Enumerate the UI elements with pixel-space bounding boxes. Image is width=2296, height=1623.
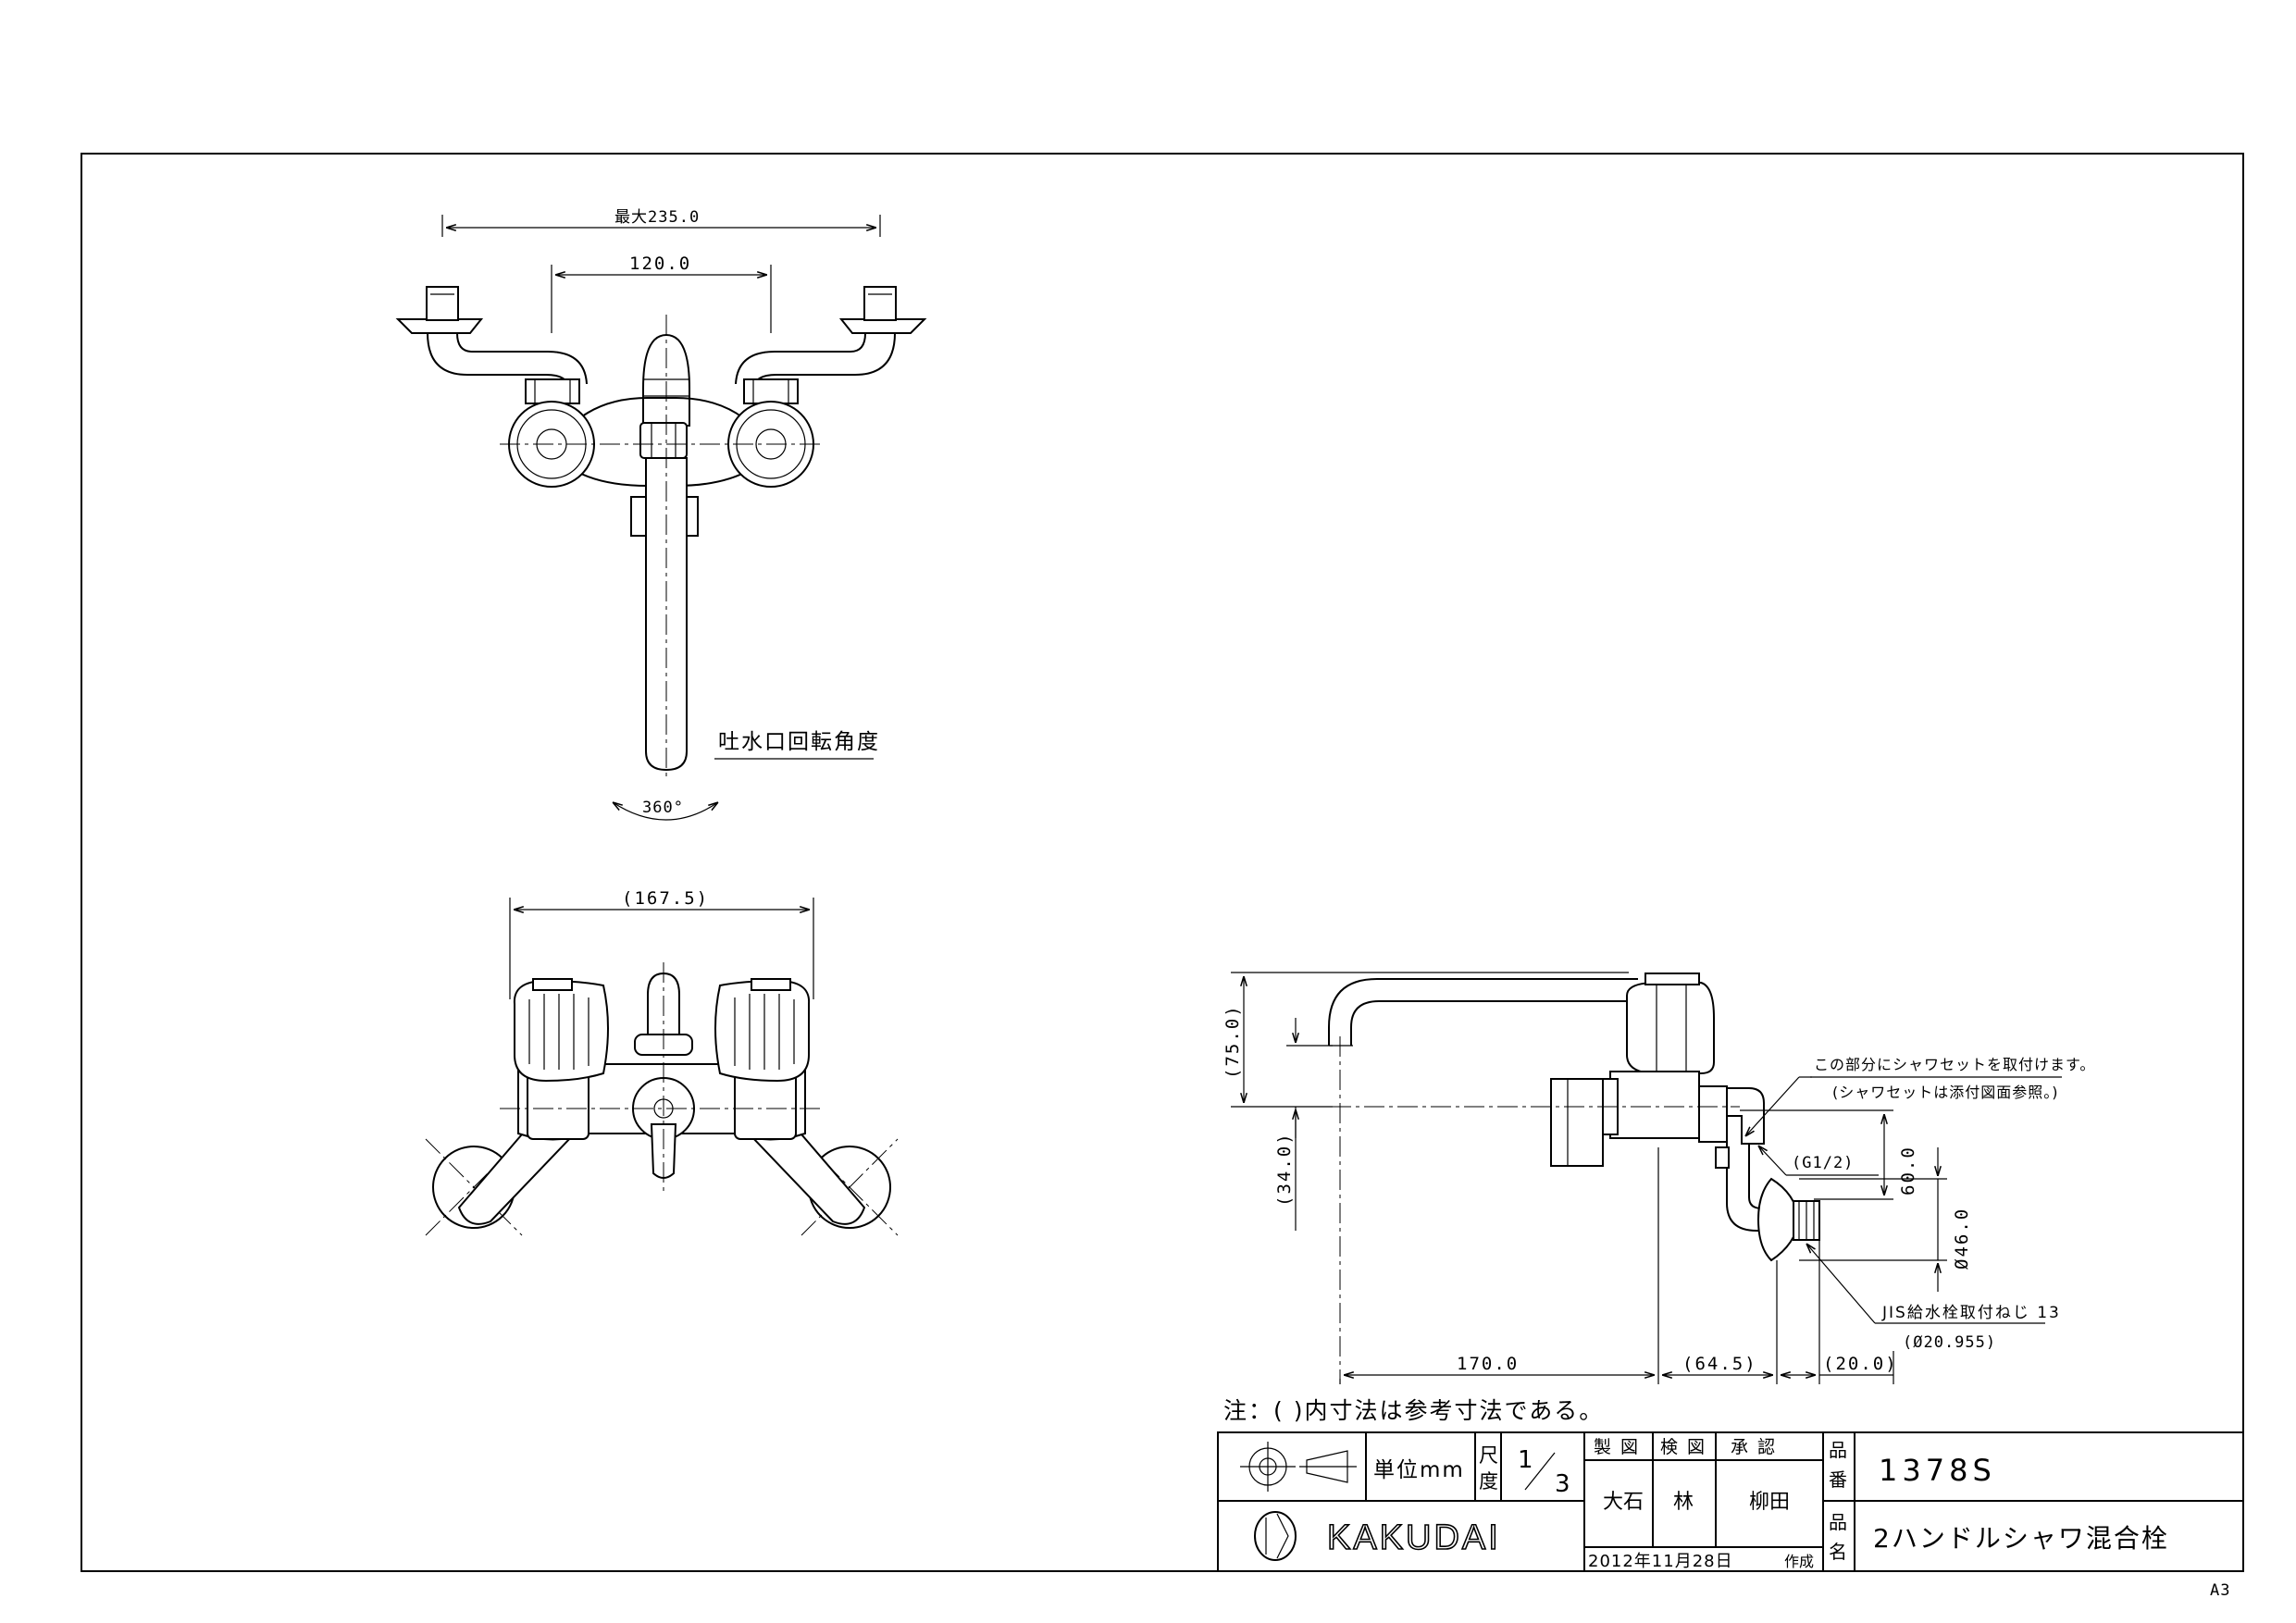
spout-rotation-label: 吐水口回転角度 bbox=[718, 730, 880, 754]
title-block: 単位mm 尺 度 1 3 KAKUDAI 製 図 検 図 承 認 大石 林 柳田… bbox=[1217, 1431, 2244, 1572]
note-jis-dia: (Ø20.955) bbox=[1903, 1333, 1996, 1352]
date: 2012年11月28日 bbox=[1588, 1552, 1733, 1571]
sheet-border bbox=[81, 153, 2244, 1572]
hdr-approved: 承 認 bbox=[1731, 1437, 1777, 1457]
scale-denominator: 3 bbox=[1555, 1470, 1570, 1498]
unit-label: 単位mm bbox=[1373, 1458, 1465, 1482]
dim-front-width: (167.5) bbox=[622, 888, 709, 909]
product-name: 2ハンドルシャワ混合栓 bbox=[1873, 1523, 2169, 1554]
front-view: (167.5) bbox=[425, 888, 899, 1236]
scale-numerator: 1 bbox=[1518, 1446, 1533, 1474]
dim-height-75: (75.0) bbox=[1222, 1004, 1243, 1079]
dim-20: (20.0) bbox=[1823, 1354, 1898, 1374]
dim-max-width: 最大235.0 bbox=[614, 208, 700, 227]
right-wall-connector bbox=[735, 286, 927, 390]
dim-170: 170.0 bbox=[1457, 1354, 1519, 1374]
hdr-product-no-2: 番 bbox=[1829, 1468, 1847, 1491]
hdr-product-no-1: 品 bbox=[1829, 1439, 1847, 1461]
note-jis: JIS給水栓取付ねじ 13 bbox=[1881, 1304, 2061, 1322]
left-wall-connector bbox=[395, 286, 588, 390]
company-logo: KAKUDAI bbox=[1254, 1511, 1501, 1561]
dim-60: 60.0 bbox=[1898, 1146, 1918, 1196]
dim-64-5: (64.5) bbox=[1682, 1354, 1757, 1374]
name-checked: 林 bbox=[1673, 1491, 1694, 1514]
top-view: 最大235.0 120.0 bbox=[395, 208, 927, 821]
note-shower-2: (シャワセットは添付図面参照。) bbox=[1832, 1084, 2059, 1101]
scale-label-1: 尺 bbox=[1479, 1444, 1498, 1467]
hdr-checked: 検 図 bbox=[1660, 1437, 1706, 1457]
name-drawn: 大石 bbox=[1603, 1491, 1644, 1514]
note-shower-1: この部分にシャワセットを取付けます。 bbox=[1814, 1056, 2095, 1073]
company-name: KAKUDAI bbox=[1327, 1518, 1501, 1557]
thread-g-label: (G1/2) bbox=[1792, 1154, 1854, 1172]
dim-height-34: (34.0) bbox=[1274, 1132, 1295, 1207]
right-handle-front bbox=[714, 978, 811, 1083]
side-view: (75.0) (34.0) 60.0 Ø46.0 (G1/2) この部分にシャワ… bbox=[1222, 972, 2095, 1384]
dim-dia46: Ø46.0 bbox=[1952, 1208, 1972, 1270]
hdr-product-name-2: 名 bbox=[1829, 1541, 1847, 1563]
product-no: 1378S bbox=[1879, 1453, 1996, 1488]
dim-center: 120.0 bbox=[629, 254, 691, 274]
reference-note: 注：( )内寸法は参考寸法である。 bbox=[1223, 1397, 1604, 1424]
name-approved: 柳田 bbox=[1749, 1491, 1790, 1514]
scale-label-2: 度 bbox=[1479, 1470, 1498, 1493]
date-suffix: 作成 bbox=[1784, 1553, 1814, 1570]
hdr-product-name-1: 品 bbox=[1829, 1511, 1847, 1533]
projection-symbol bbox=[1240, 1442, 1357, 1492]
hdr-drawn: 製 図 bbox=[1594, 1437, 1640, 1457]
sheet-size-label: A3 bbox=[2210, 1581, 2230, 1600]
spout-rotation-angle: 360° bbox=[642, 799, 684, 817]
left-handle-front bbox=[513, 978, 609, 1083]
